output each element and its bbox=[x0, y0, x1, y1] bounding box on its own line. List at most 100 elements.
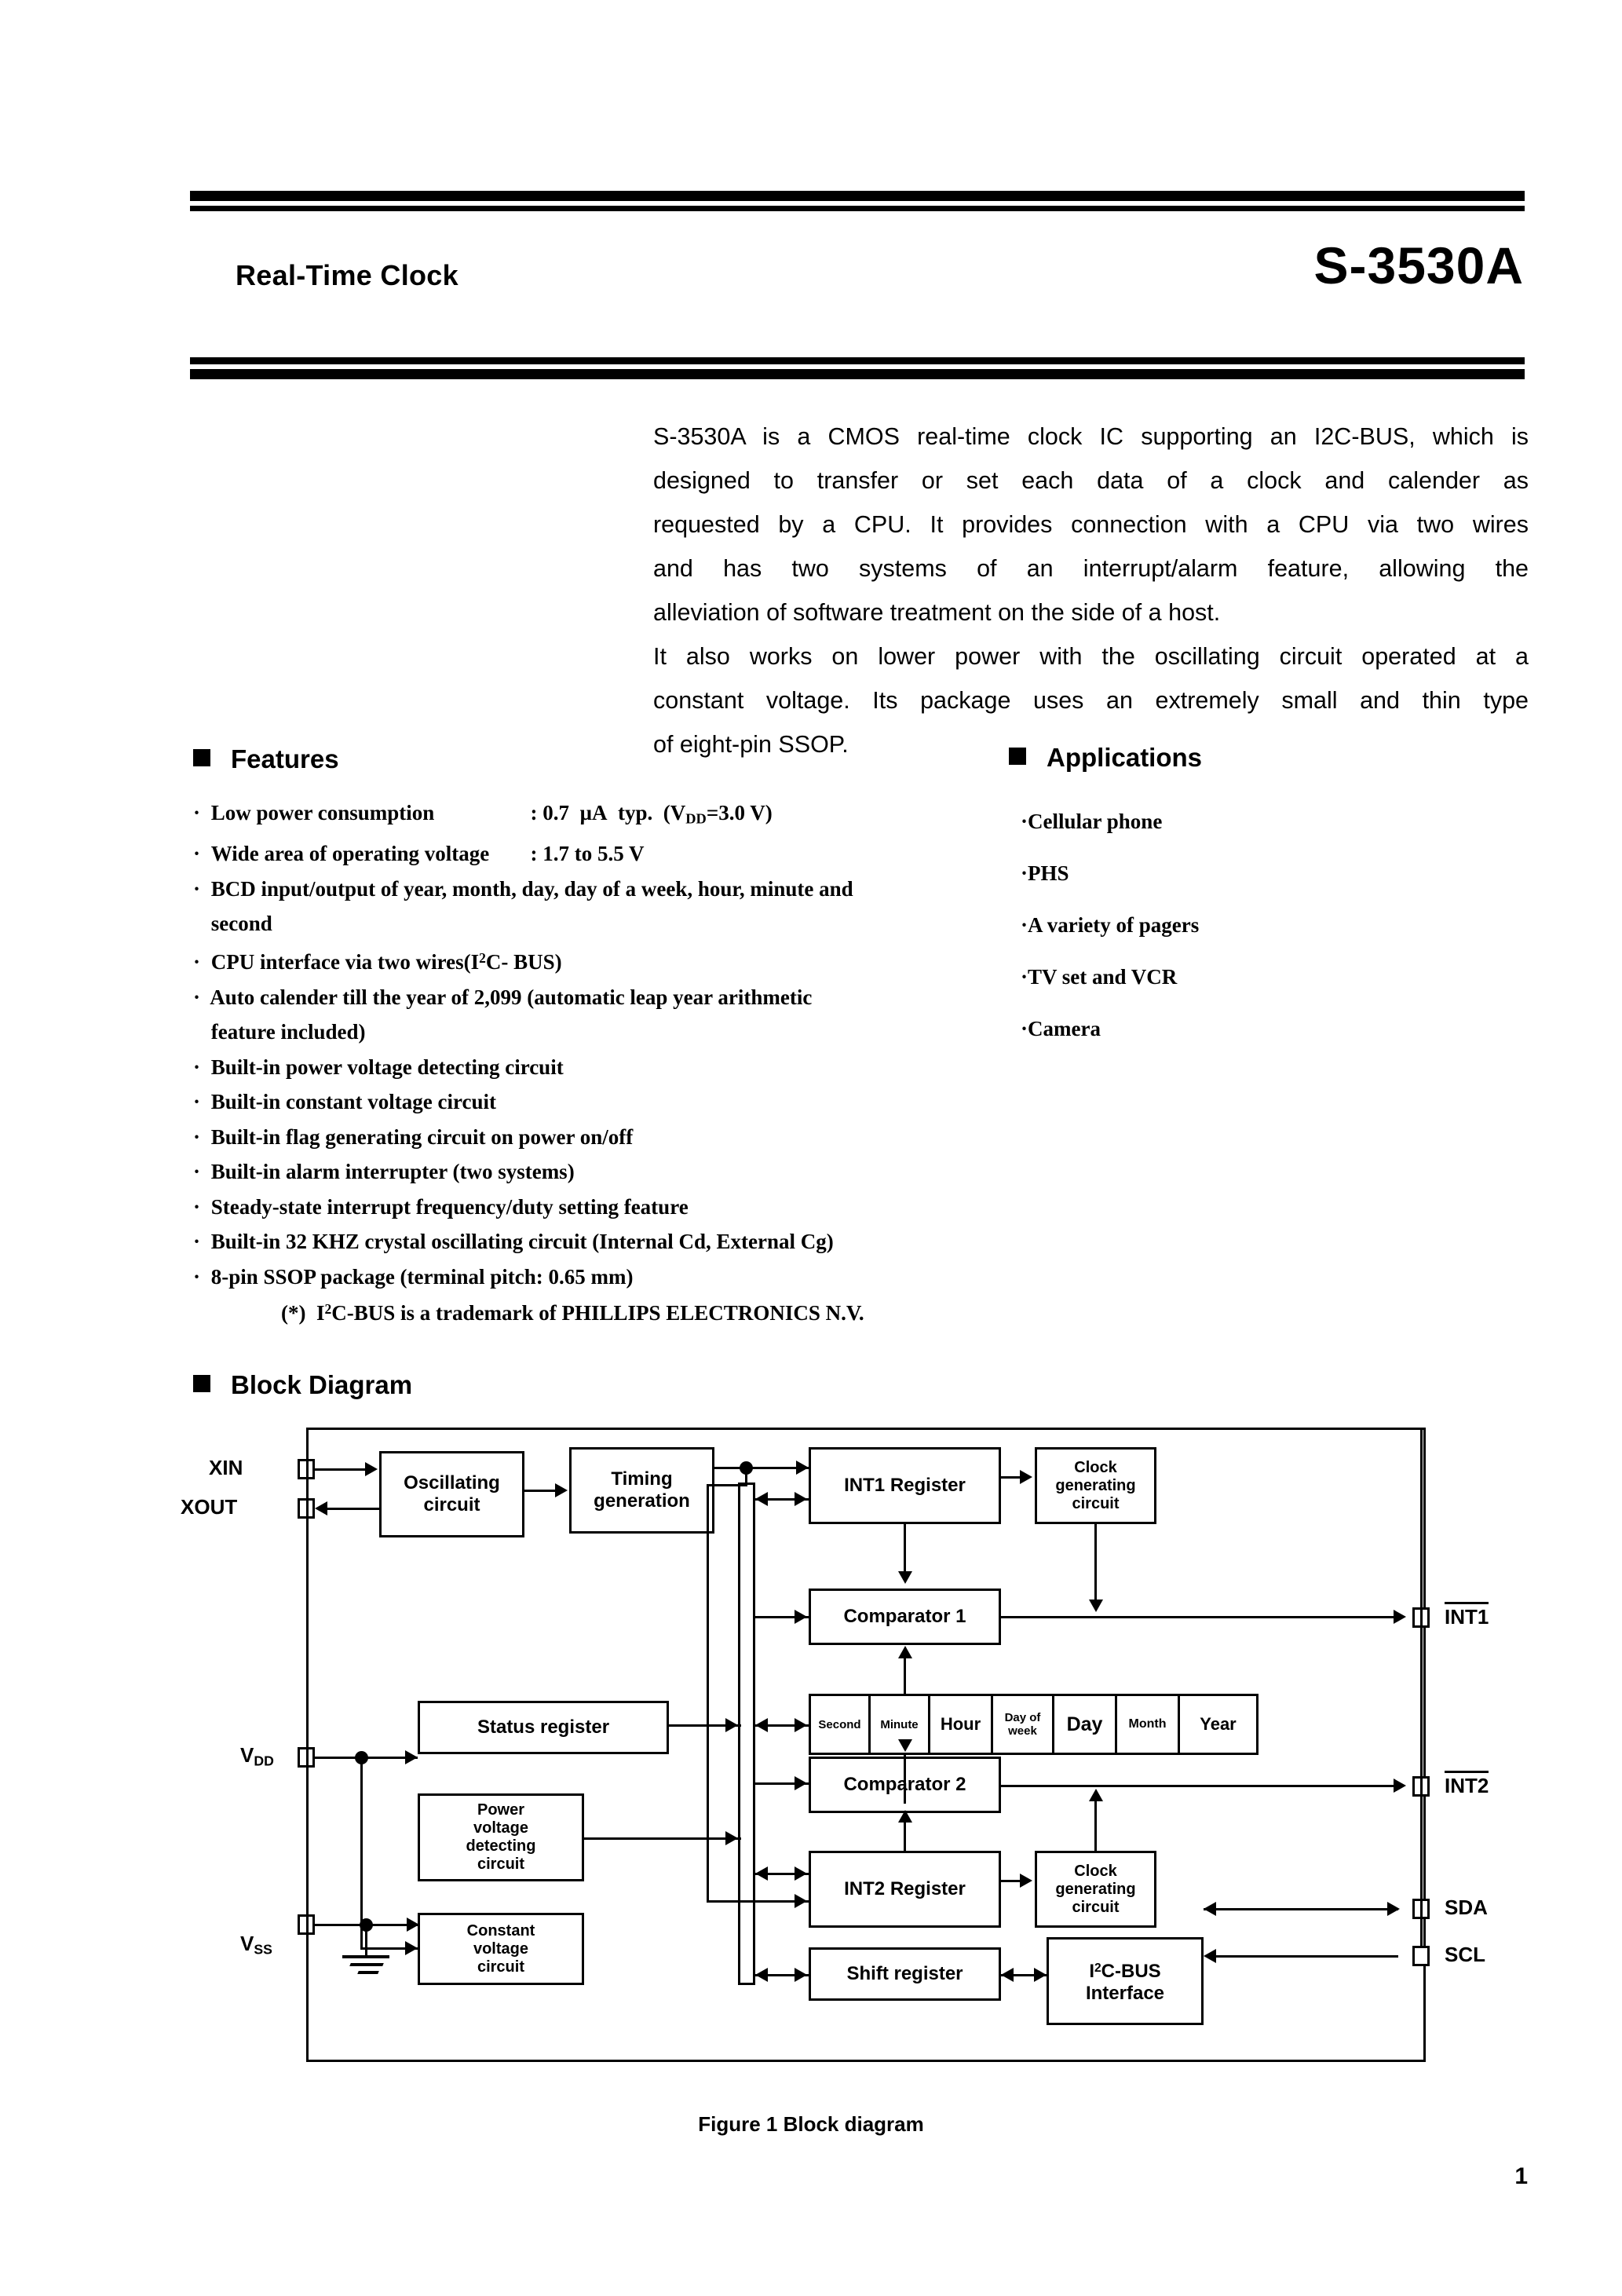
list-bullet-icon: · bbox=[1021, 965, 1028, 989]
feature-item: · 8-pin SSOP package (terminal pitch: 0.… bbox=[193, 1260, 853, 1295]
applications-heading-label: Applications bbox=[1047, 743, 1203, 772]
arrow-regtable-to-cmp1 bbox=[898, 1646, 912, 1658]
feature-label: CPU interface via two wires(I2C- BUS) bbox=[210, 950, 562, 974]
intro-line-3: requested by a CPU. It provides connecti… bbox=[653, 511, 1529, 538]
block-diagram-heading: Block Diagram bbox=[193, 1370, 412, 1400]
features-list: · Low power consumption : 0.7 µA typ. (V… bbox=[193, 795, 853, 1294]
application-item: ·PHS bbox=[1021, 847, 1199, 899]
feature-label: 8-pin SSOP package (terminal pitch: 0.65… bbox=[210, 1264, 634, 1289]
application-label: PHS bbox=[1028, 861, 1069, 885]
feature-label: Low power consumption bbox=[210, 801, 435, 824]
intro-line-5: alleviation of software treatment on the… bbox=[653, 599, 1221, 626]
internal-data-bus bbox=[738, 1483, 755, 1985]
header-rule-bottom bbox=[190, 357, 1525, 364]
wire-int1reg-to-cmp1 bbox=[904, 1524, 906, 1573]
feature-label: Auto calender till the year of 2,099 (au… bbox=[210, 985, 813, 1009]
wire-bus-shiftreg bbox=[755, 1974, 809, 1976]
arrow-bus-int2reg-left bbox=[755, 1866, 768, 1881]
register-cell-year: Year bbox=[1200, 1714, 1237, 1734]
arrow-vdd-to-constv bbox=[405, 1941, 418, 1955]
list-bullet-icon: · bbox=[193, 842, 201, 866]
wire-xin bbox=[315, 1468, 367, 1471]
feature-label: Built-in constant voltage circuit bbox=[210, 1090, 496, 1114]
arrow-bus-shiftreg-left bbox=[755, 1968, 768, 1982]
feature-item: · Built-in power voltage detecting circu… bbox=[193, 1050, 853, 1085]
wire-timing-to-int2reg-h bbox=[707, 1900, 809, 1903]
list-bullet-icon: · bbox=[1021, 861, 1028, 885]
list-bullet-icon: · bbox=[1021, 913, 1028, 937]
list-bullet-icon: · bbox=[193, 1230, 201, 1254]
feature-value: : 1.7 to 5.5 V bbox=[530, 842, 645, 866]
feature-value: : 0.7 µA typ. (VDD=3.0 V) bbox=[530, 801, 773, 827]
wire-bus-int1reg bbox=[755, 1498, 809, 1501]
trademark-note: (*) I2C-BUS is a trademark of PHILLIPS E… bbox=[281, 1301, 864, 1325]
feature-item-continuation: second bbox=[193, 906, 853, 941]
wire-bus-to-cmp2 bbox=[755, 1782, 809, 1785]
arrow-timing-to-int1reg bbox=[796, 1461, 809, 1475]
wire-regtable-to-cmp2 bbox=[904, 1755, 906, 1804]
block-status-register: Status register bbox=[418, 1701, 669, 1754]
intro-line-6: It also works on lower power with the os… bbox=[653, 643, 1529, 670]
application-label: Cellular phone bbox=[1028, 810, 1163, 833]
wire-cmp1-to-int1 bbox=[1001, 1616, 1398, 1618]
applications-list: ·Cellular phone ·PHS ·A variety of pager… bbox=[1021, 795, 1199, 1055]
feature-label: Built-in power voltage detecting circuit bbox=[210, 1055, 564, 1079]
register-cell-day-of-week: Day of week bbox=[993, 1696, 1054, 1753]
wire-regtable-to-cmp1 bbox=[904, 1649, 906, 1694]
i2c-label-line1: I2C-BUS bbox=[1089, 1961, 1161, 1982]
block-int2-register: INT2 Register bbox=[809, 1851, 1001, 1928]
arrow-i2c-sda-right bbox=[1387, 1902, 1400, 1916]
register-cell-minute: Minute bbox=[871, 1696, 930, 1753]
header-rule-bottom-2 bbox=[190, 369, 1525, 379]
arrow-int1reg-to-cmp1 bbox=[898, 1571, 912, 1584]
feature-label-cont: second bbox=[210, 912, 272, 936]
arrow-scl-to-i2c bbox=[1204, 1949, 1216, 1963]
wire-int2reg-to-clkgen2 bbox=[1001, 1880, 1021, 1882]
header-rule-top bbox=[190, 191, 1525, 201]
pin-label-xout: XOUT bbox=[181, 1495, 238, 1519]
pin-label-sda: SDA bbox=[1445, 1896, 1488, 1919]
wire-vdd-down bbox=[360, 1757, 363, 1950]
block-diagram-heading-label: Block Diagram bbox=[231, 1370, 413, 1399]
pin-label-vdd: VDD bbox=[240, 1743, 274, 1769]
intro-line-2: designed to transfer or set each data of… bbox=[653, 467, 1529, 494]
wire-vdd-to-constv bbox=[360, 1947, 418, 1950]
feature-label: Built-in 32 KHZ crystal oscillating circ… bbox=[210, 1230, 834, 1254]
feature-label: Wide area of operating voltage bbox=[210, 842, 490, 866]
arrow-bus-int2reg-right bbox=[795, 1866, 807, 1881]
feature-item: · Built-in constant voltage circuit bbox=[193, 1084, 853, 1120]
feature-item: · BCD input/output of year, month, day, … bbox=[193, 872, 853, 907]
arrow-regtable-to-cmp2 bbox=[898, 1739, 912, 1752]
block-int1-register: INT1 Register bbox=[809, 1447, 1001, 1524]
feature-item: · Low power consumption : 0.7 µA typ. (V… bbox=[193, 795, 853, 836]
wire-cmp2-to-int2 bbox=[1001, 1785, 1398, 1787]
arrow-status-to-bus bbox=[725, 1718, 738, 1732]
wire-osc-to-timing bbox=[524, 1490, 557, 1492]
list-bullet-icon: · bbox=[1021, 810, 1028, 833]
arrow-shiftreg-i2c-left bbox=[1001, 1968, 1014, 1982]
list-bullet-icon: · bbox=[193, 1090, 201, 1114]
pin-label-scl: SCL bbox=[1445, 1943, 1485, 1966]
wire-xout-stub bbox=[377, 1508, 379, 1510]
wire-timing-to-bus-h bbox=[707, 1484, 747, 1486]
feature-item: · Auto calender till the year of 2,099 (… bbox=[193, 980, 853, 1015]
wire-scl-i2c bbox=[1215, 1955, 1398, 1958]
arrow-int1reg-to-clkgen1 bbox=[1020, 1470, 1032, 1484]
wire-timing-out bbox=[714, 1467, 809, 1469]
pin-label-vss: VSS bbox=[240, 1932, 272, 1958]
arrow-cmp1-to-int1 bbox=[1394, 1610, 1406, 1624]
feature-item: · Steady-state interrupt frequency/duty … bbox=[193, 1190, 853, 1225]
arrow-xout bbox=[315, 1501, 327, 1515]
register-cell-month: Month bbox=[1117, 1696, 1180, 1753]
arrow-bus-regtable-right bbox=[795, 1718, 807, 1732]
block-shift-register: Shift register bbox=[809, 1947, 1001, 2001]
intro-line-8: of eight-pin SSOP. bbox=[653, 731, 849, 758]
feature-item: · Wide area of operating voltage : 1.7 t… bbox=[193, 836, 853, 872]
arrow-powerdet-to-bus bbox=[725, 1831, 738, 1845]
clock-register-table: Second Minute Hour Day of week Day Month… bbox=[809, 1694, 1259, 1755]
features-heading-label: Features bbox=[231, 744, 339, 773]
